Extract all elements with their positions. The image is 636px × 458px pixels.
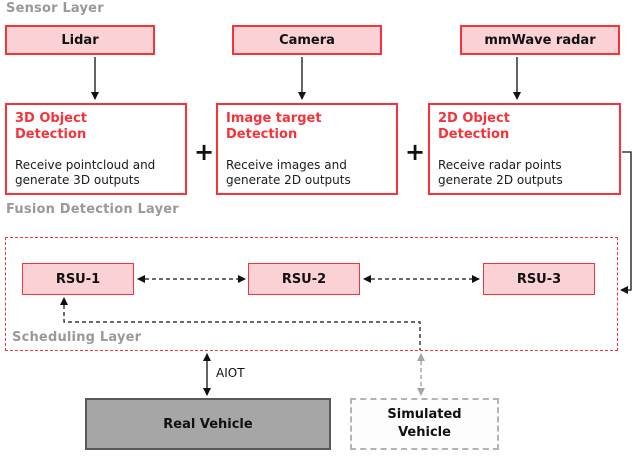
sensor-box-mmwave-radar: mmWave radar bbox=[460, 25, 620, 55]
fusion-layer-label: Fusion Detection Layer bbox=[6, 202, 179, 217]
detection-title: 2D Object Detection bbox=[438, 111, 510, 143]
rsu-2-box: RSU-2 bbox=[248, 263, 360, 295]
plus-sign-1: + bbox=[194, 138, 215, 166]
sensor-layer-label: Sensor Layer bbox=[6, 1, 104, 16]
scheduling-layer-label: Scheduling Layer bbox=[12, 330, 142, 345]
detection-box-image-target: Image target Detection Receive images an… bbox=[216, 103, 398, 195]
sensor-label: Lidar bbox=[61, 32, 99, 48]
detection-box-3d-object: 3D Object Detection Receive pointcloud a… bbox=[5, 103, 187, 195]
simulated-vehicle-box: Simulated Vehicle bbox=[350, 398, 499, 450]
real-vehicle-label: Real Vehicle bbox=[163, 416, 253, 432]
detection-description: Receive pointcloud and generate 3D outpu… bbox=[15, 157, 156, 188]
detection-description: Receive radar points generate 2D outputs bbox=[438, 157, 563, 188]
detection-box-2d-object: 2D Object Detection Receive radar points… bbox=[428, 103, 621, 195]
sensor-box-lidar: Lidar bbox=[5, 25, 155, 55]
detection-title: Image target Detection bbox=[226, 111, 322, 143]
sensor-label: mmWave radar bbox=[484, 32, 596, 48]
detection-title: 3D Object Detection bbox=[15, 111, 87, 143]
rsu-label: RSU-2 bbox=[281, 271, 327, 287]
rsu-label: RSU-1 bbox=[55, 271, 101, 287]
aiot-label: AIOT bbox=[216, 366, 245, 380]
fusion-scheduling-container bbox=[5, 237, 618, 351]
real-vehicle-box: Real Vehicle bbox=[85, 398, 331, 450]
detection-description: Receive images and generate 2D outputs bbox=[226, 157, 351, 188]
sensor-box-camera: Camera bbox=[232, 25, 382, 55]
rsu-3-box: RSU-3 bbox=[483, 263, 595, 295]
simulated-vehicle-label: Simulated Vehicle bbox=[387, 407, 462, 440]
wire-detection-to-fusion-layer bbox=[620, 151, 632, 294]
plus-sign-2: + bbox=[405, 138, 426, 166]
rsu-label: RSU-3 bbox=[516, 271, 562, 287]
sensor-label: Camera bbox=[279, 32, 335, 48]
rsu-1-box: RSU-1 bbox=[22, 263, 134, 295]
